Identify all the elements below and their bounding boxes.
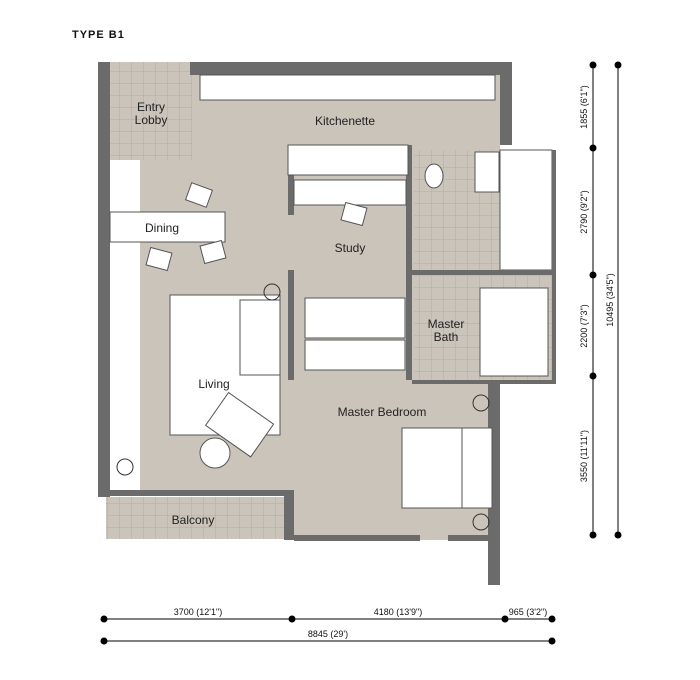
label-kitchenette: Kitchenette <box>315 114 375 128</box>
label-study: Study <box>335 241 366 255</box>
label-living: Living <box>198 377 229 391</box>
vertical-dimension-lines <box>589 61 622 539</box>
dim-h-1: 3700 (12'1") <box>174 607 222 617</box>
balcony-floor <box>106 497 284 539</box>
plan-title: TYPE B1 <box>72 29 125 41</box>
light-fixtures <box>116 283 490 531</box>
entry-lobby-floor <box>110 62 192 160</box>
dim-h-3: 965 (3'2") <box>509 607 547 617</box>
shower-area <box>499 149 553 271</box>
dim-h-2: 4180 (13'9") <box>374 607 422 617</box>
label-master-bedroom: Master Bedroom <box>338 405 427 419</box>
dim-v-4: 3550 (11'11") <box>579 430 589 482</box>
label-entry: Entry <box>137 100 165 114</box>
label-master: Master <box>428 317 465 331</box>
label-balcony: Balcony <box>172 513 215 527</box>
horizontal-dimension-lines <box>100 615 556 645</box>
label-dining: Dining <box>145 221 179 235</box>
dim-v-3: 2200 (7'3") <box>579 304 589 347</box>
furniture <box>109 74 549 509</box>
label-lobby: Lobby <box>135 113 168 127</box>
dim-h-total: 8845 (29') <box>308 629 348 639</box>
dim-v-total: 10495 (34'5") <box>605 273 615 326</box>
dim-v-2: 2790 (9'2") <box>579 190 589 233</box>
dim-v-1: 1855 (6'1") <box>579 85 589 128</box>
label-bath: Bath <box>434 330 459 344</box>
